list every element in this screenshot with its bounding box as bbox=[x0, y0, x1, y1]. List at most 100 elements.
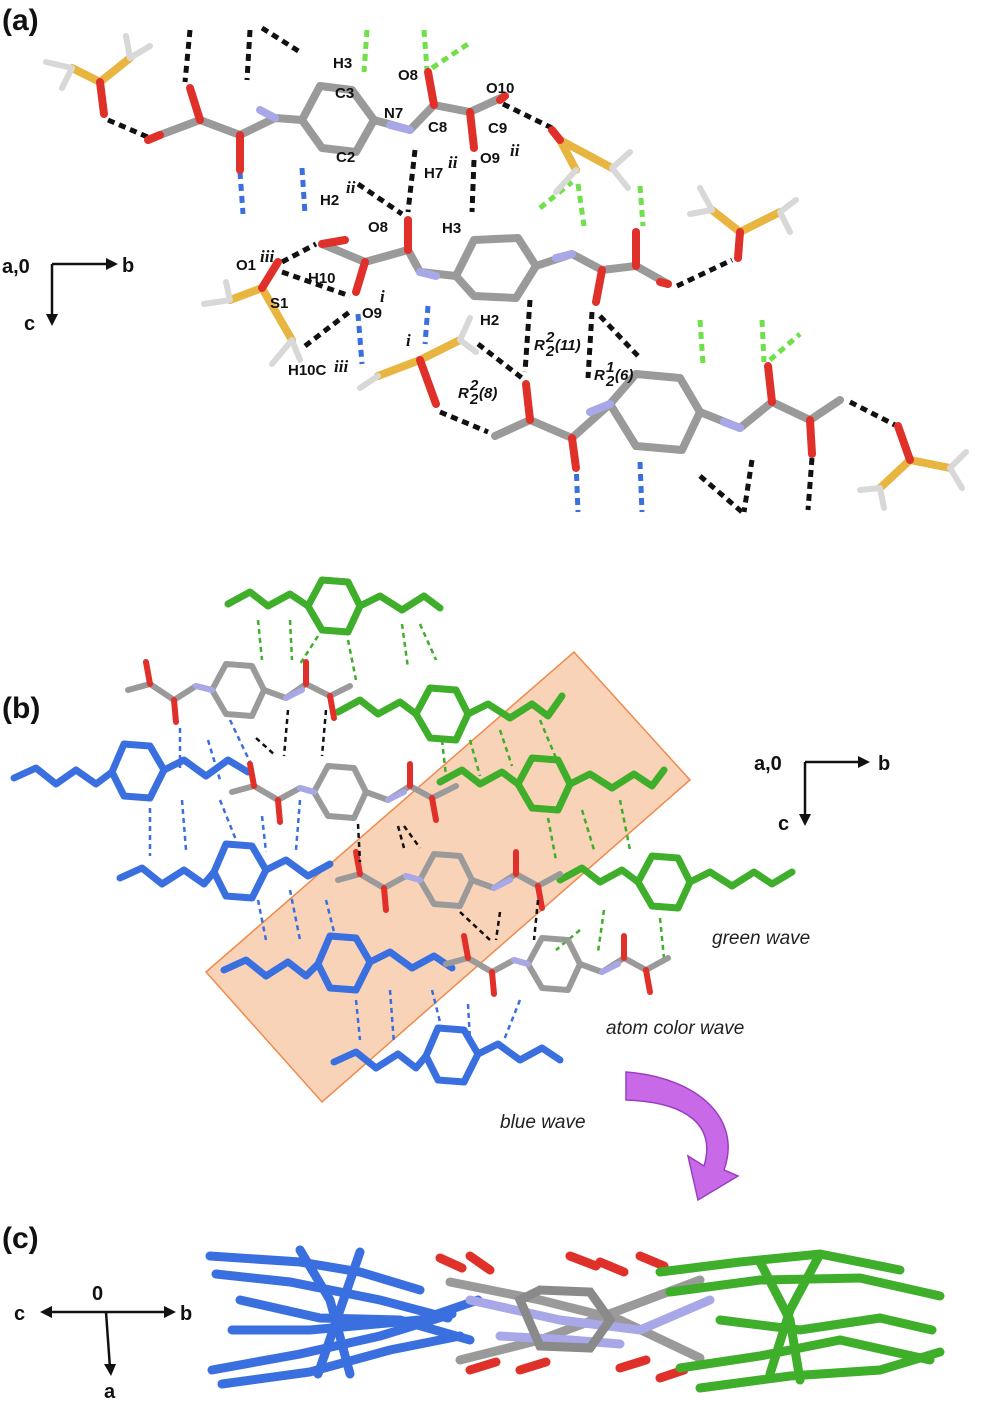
panel-b-axis-key: a,0 b c bbox=[754, 753, 890, 835]
molecule-middle bbox=[318, 216, 672, 306]
hbond bbox=[107, 117, 151, 141]
atom-color-wave bbox=[125, 659, 671, 997]
label-o8-mid: O8 bbox=[368, 219, 388, 236]
axis-a-c-arrowhead bbox=[46, 314, 58, 326]
benzene-ring bbox=[452, 234, 540, 302]
green-ring bbox=[634, 852, 694, 912]
nitrogen-bond bbox=[586, 400, 614, 416]
hbond bbox=[280, 241, 318, 265]
carbonyl-o bbox=[806, 416, 816, 458]
atom-ring bbox=[209, 661, 267, 719]
green-strand bbox=[655, 1249, 905, 1277]
label-h2-left-sup: ii bbox=[346, 178, 356, 197]
axis-c-b-label: b bbox=[180, 1303, 192, 1325]
green-chain bbox=[224, 588, 312, 610]
green-hbond bbox=[421, 29, 430, 71]
molecule-top bbox=[144, 68, 509, 174]
label-o9-top: O9 bbox=[480, 150, 500, 167]
dmso-oxygen bbox=[548, 126, 564, 144]
green-hbond bbox=[361, 29, 370, 73]
hbond bbox=[260, 25, 302, 55]
hbond bbox=[501, 101, 554, 131]
hbond bbox=[303, 308, 354, 348]
label-n7: N7 bbox=[384, 105, 403, 122]
blue-hbond bbox=[422, 305, 431, 345]
axis-b-c-label: c bbox=[778, 813, 789, 835]
dmso-top-right bbox=[548, 126, 633, 195]
green-chain bbox=[686, 868, 796, 890]
hbond bbox=[405, 149, 418, 213]
green-chain bbox=[356, 592, 444, 614]
axis-a-b-arrowhead bbox=[106, 258, 118, 270]
blue-strand bbox=[313, 1247, 365, 1379]
green-hbonds bbox=[256, 619, 666, 959]
black-hbonds bbox=[255, 709, 540, 941]
label-o9-top-sup: ii bbox=[510, 141, 520, 160]
black-hbond-lines bbox=[255, 709, 540, 941]
carbonyl-o bbox=[764, 362, 776, 406]
carbonyl-o bbox=[522, 380, 534, 424]
hbond bbox=[585, 311, 595, 379]
blue-hbond bbox=[637, 461, 645, 513]
green-strand bbox=[715, 1313, 937, 1335]
green-hbond bbox=[575, 183, 587, 227]
hbond bbox=[281, 269, 351, 299]
dmso-center bbox=[357, 315, 479, 408]
blue-hbond bbox=[299, 167, 308, 215]
panel-a-atom-labels: H3 C3 O8 O10 N7 C8 C9 C2 H7 ii O9 ii H2 … bbox=[236, 55, 520, 379]
panel-c-atom-stack bbox=[435, 1251, 715, 1383]
blue-chain bbox=[10, 764, 116, 788]
blue-strand bbox=[235, 1295, 475, 1345]
atom-color-wave-label: atom color wave bbox=[606, 1018, 744, 1039]
blue-ring bbox=[210, 840, 270, 902]
panel-a-blue-hbonds bbox=[237, 167, 645, 513]
label-c8: C8 bbox=[428, 119, 447, 136]
methyl-h bbox=[553, 149, 633, 195]
blue-strand bbox=[211, 1269, 453, 1323]
dmso-oxygen bbox=[258, 258, 282, 292]
hbond bbox=[598, 314, 640, 358]
methyl-h bbox=[201, 279, 303, 367]
o9-bond bbox=[352, 258, 369, 296]
label-h7: H7 bbox=[424, 165, 443, 182]
panel-a-label: (a) bbox=[2, 4, 39, 37]
axis-c-a-arrowhead bbox=[104, 1364, 116, 1376]
label-h10c: H10C bbox=[288, 362, 327, 379]
panel-c: (c) 0 c b a bbox=[2, 1222, 945, 1403]
axis-b-b-arrowhead bbox=[858, 756, 870, 768]
green-hbond bbox=[759, 319, 767, 363]
carbonyl-o bbox=[568, 434, 580, 472]
blue-chain bbox=[474, 1040, 564, 1064]
panel-c-label: (c) bbox=[2, 1222, 39, 1255]
label-h2-mid: H2 bbox=[480, 312, 499, 329]
blue-chain bbox=[330, 1048, 430, 1072]
blue-chain bbox=[262, 856, 334, 880]
green-strand bbox=[765, 1249, 825, 1379]
methyl-h bbox=[857, 449, 969, 511]
blue-hbond bbox=[237, 171, 246, 215]
axis-b-c-arrowhead bbox=[799, 814, 811, 826]
atom-strand bbox=[495, 1331, 625, 1349]
blue-wave bbox=[10, 740, 564, 1086]
svg-text:(6): (6) bbox=[615, 367, 633, 384]
n7-bond bbox=[386, 121, 414, 134]
green-wave-label: green wave bbox=[712, 928, 810, 949]
methyl-h bbox=[43, 33, 153, 91]
green-hbond bbox=[697, 319, 706, 365]
panel-a-ring-motifs: R 2 2 (11) R 1 2 (6) R 2 2 (8) bbox=[458, 329, 633, 408]
green-hbond bbox=[430, 41, 470, 71]
blue-strand bbox=[295, 1245, 355, 1379]
axis-a-c-label: c bbox=[24, 313, 35, 335]
carbonyl-o bbox=[186, 84, 204, 124]
o10-bond bbox=[496, 92, 509, 104]
panel-a: (a) a,0 b c bbox=[2, 4, 969, 514]
dmso-top-left bbox=[43, 33, 153, 118]
nitrogen-bond bbox=[720, 418, 744, 432]
blue-hbond bbox=[355, 313, 365, 365]
nitrogen-bond bbox=[256, 106, 279, 122]
axis-b-b-label: b bbox=[878, 753, 890, 775]
dmso-backbone bbox=[550, 130, 616, 174]
label-h3-top: H3 bbox=[333, 55, 352, 72]
label-o9-mid-sup: i bbox=[380, 287, 385, 306]
blue-strand bbox=[227, 1295, 483, 1335]
